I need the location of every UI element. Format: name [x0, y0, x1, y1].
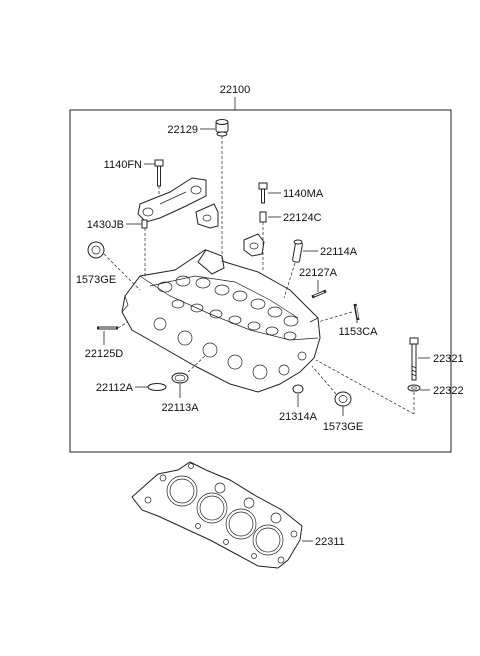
label-22113A: 22113A [161, 402, 199, 414]
part-1573GE-right [334, 391, 352, 407]
part-22113A [171, 372, 189, 384]
part-1140MA [258, 182, 268, 204]
label-1153CA: 1153CA [339, 326, 379, 338]
label-1573GE-right: 1573GE [323, 421, 363, 433]
label-22100: 22100 [220, 84, 251, 96]
part-22129 [215, 119, 229, 137]
label-22114A: 22114A [320, 246, 358, 258]
label-22311: 22311 [315, 536, 345, 548]
cylinder-head [121, 249, 321, 393]
part-labels: 22129 1140FN 1140MA 22124C 1430JB 22114A… [76, 124, 464, 548]
label-22112A: 22112A [96, 382, 134, 394]
part-22112A [147, 383, 167, 391]
part-1153CA [353, 303, 360, 321]
label-1140FN: 1140FN [104, 159, 142, 171]
label-22127A: 22127A [299, 267, 338, 279]
label-21314A: 21314A [279, 411, 318, 423]
part-22127A [311, 289, 327, 299]
part-22321 [409, 337, 419, 381]
bearing-cap-rear [243, 233, 265, 257]
bearing-cap-front [195, 203, 219, 229]
assembly-frame [69, 109, 452, 453]
cam-ladder [137, 177, 207, 223]
part-22311-head-gasket [131, 461, 303, 569]
label-22321: 22321 [433, 353, 464, 365]
part-1430JB [141, 219, 148, 229]
label-1573GE-left: 1573GE [76, 274, 116, 286]
label-22125D: 22125D [85, 348, 124, 360]
label-22129: 22129 [167, 124, 198, 136]
label-22322: 22322 [433, 385, 464, 397]
label-22124C: 22124C [283, 212, 322, 224]
part-21314A [292, 384, 304, 394]
label-1140MA: 1140MA [283, 188, 324, 200]
label-1430JB: 1430JB [87, 219, 124, 231]
part-22114A [292, 239, 303, 263]
part-22124C [259, 211, 267, 223]
part-1140FN [154, 159, 164, 187]
part-1573GE-left [87, 241, 105, 259]
part-22322 [407, 384, 421, 392]
